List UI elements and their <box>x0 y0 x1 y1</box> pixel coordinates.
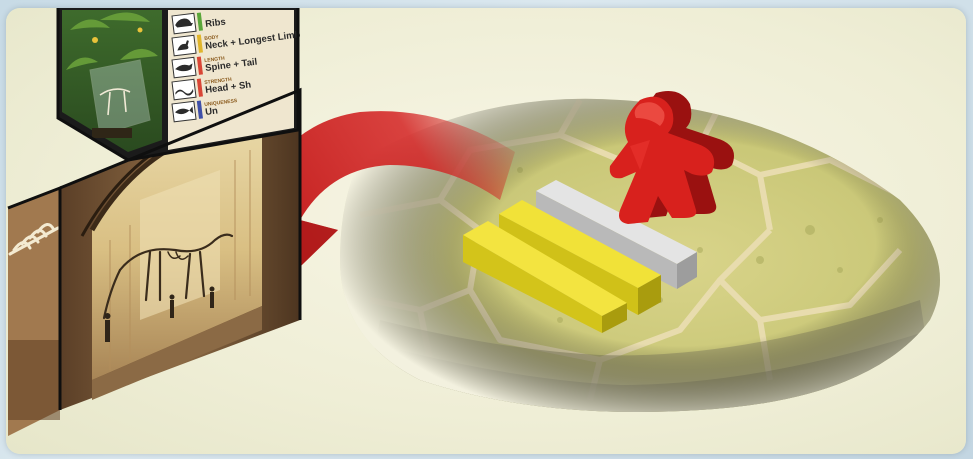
category-icon-box <box>172 79 196 100</box>
category-label: Un <box>205 105 219 117</box>
museum-hall-left-face <box>8 188 60 436</box>
